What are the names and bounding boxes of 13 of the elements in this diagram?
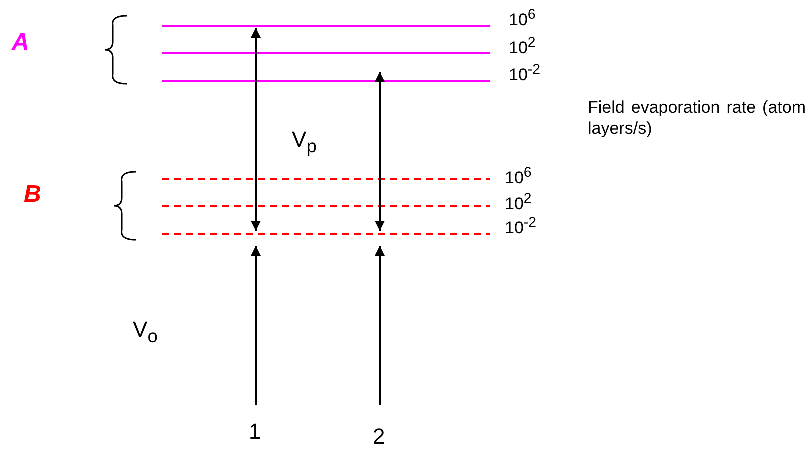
rate-value: 10$^{2}$ [505,192,532,214]
rate-value: 10$^{-2}$ [509,63,541,86]
arrow-number: 1 [249,420,262,444]
rate-value: 10$^{6}$ [509,8,536,30]
axis-title: Field evaporation rate (atom layers/s) [588,97,806,140]
rate-value: 10$^{2}$ [509,36,536,58]
rate-value: 10$^{-2}$ [505,216,537,238]
voltage-label: V$_{p}$ [292,128,317,157]
rate-value: 10$^{6}$ [505,166,532,188]
group-label: B [24,182,42,208]
arrow-number: 2 [373,425,386,450]
group-label: A [12,30,30,56]
voltage-label: V$_{o}$ [133,318,158,347]
